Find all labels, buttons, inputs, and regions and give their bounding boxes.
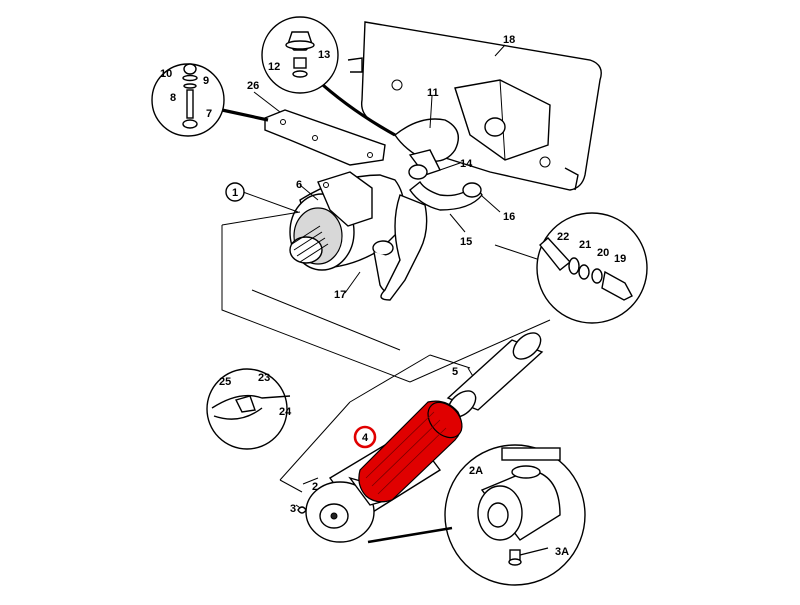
label-25: 25	[219, 376, 231, 388]
part-labels: 1 2 2A 3 3A 4 5 6 7 8 9 10 11 12 13 14 1…	[160, 34, 626, 558]
label-2a: 2A	[469, 465, 483, 477]
label-4: 4	[362, 432, 369, 444]
label-23: 23	[258, 372, 270, 384]
inset-stud-assembly	[536, 212, 648, 324]
label-24: 24	[279, 406, 292, 418]
inset-housing-assembly	[444, 444, 586, 586]
label-6: 6	[296, 179, 302, 191]
highlight-ring	[353, 425, 377, 449]
label-26: 26	[247, 80, 259, 92]
bracket	[264, 109, 386, 166]
leader-lines	[221, 44, 551, 513]
label-17: 17	[334, 289, 346, 301]
label-15: 15	[460, 236, 472, 248]
label-2: 2	[312, 481, 318, 493]
label-19: 19	[614, 253, 626, 265]
label-3a: 3A	[555, 546, 569, 558]
label-7: 7	[206, 108, 212, 120]
label-16: 16	[503, 211, 515, 223]
label-5: 5	[452, 366, 458, 378]
inset-clamp-assembly	[206, 368, 291, 450]
upper-filter-housing	[289, 171, 405, 295]
label-1: 1	[232, 187, 238, 199]
label-18: 18	[503, 34, 515, 46]
label-10: 10	[160, 68, 172, 80]
lower-filter-assembly	[297, 332, 544, 543]
label-3: 3	[290, 503, 296, 515]
label-13: 13	[318, 49, 330, 61]
inset-bolt-assembly	[151, 63, 225, 137]
label-11: 11	[427, 87, 439, 99]
label-8: 8	[170, 92, 176, 104]
mounting-panel	[347, 21, 602, 191]
label-12: 12	[268, 61, 280, 73]
label-22: 22	[557, 231, 569, 243]
inset-valve-assembly	[261, 16, 339, 94]
label-20: 20	[597, 247, 609, 259]
label-14: 14	[460, 158, 473, 170]
label-21: 21	[579, 239, 591, 251]
label-9: 9	[203, 75, 209, 87]
filter-element-highlighted[interactable]	[358, 396, 469, 503]
air-hoses	[380, 118, 483, 301]
